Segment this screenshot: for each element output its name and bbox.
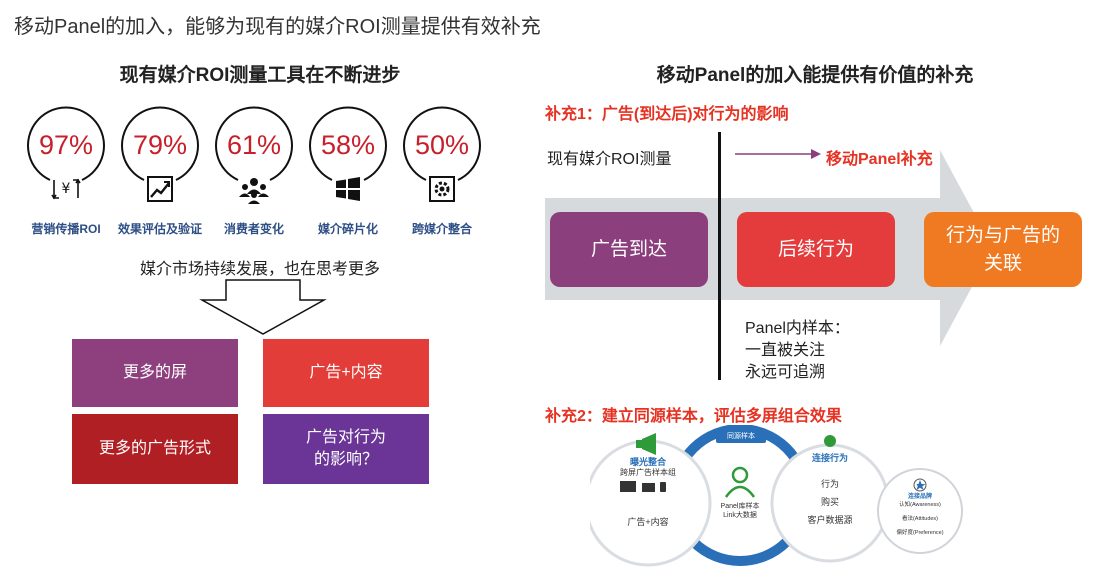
center-line-1: Panel库样本 [720, 503, 760, 510]
people-group-icon [239, 178, 269, 204]
panel-note-line: 一直被关注 [745, 342, 826, 359]
left-heading: 现有媒介ROI测量工具在不断进步 [119, 65, 401, 86]
metric-value: 97% [38, 130, 94, 160]
panel-note: Panel内样本： 一直被关注 永远可追溯 [745, 318, 850, 384]
left-bubble-subtitle: 跨屏广告样本组 [620, 468, 676, 477]
down-arrow-icon [199, 279, 327, 335]
metric-ring [27, 106, 105, 181]
supplement-2-title: 补充2：建立同源样本，评估多屏组合效果 [545, 408, 842, 425]
trend-chart-icon [147, 176, 173, 202]
right-arrow-icon [735, 149, 821, 159]
metric-ring [215, 106, 293, 181]
right-bubble-item: 购买 [820, 497, 839, 507]
svg-text:¥: ¥ [62, 181, 71, 197]
brand-item: 看法(Attitudes) [901, 516, 939, 522]
metric-ring [403, 106, 481, 181]
divider-line [718, 132, 721, 380]
mobile-panel-label: 移动Panel补充 [826, 151, 933, 168]
flow-ad-reach: 广告到达 [550, 212, 708, 287]
right-bubble-item: 行为 [820, 479, 839, 489]
metric-label: 效果评估及验证 [117, 222, 202, 236]
box-more-screens: 更多的屏 [72, 339, 238, 407]
same-source-sample-diagram: 同源样本 曝光整合 跨屏广告样本组 广告+内容 Panel库样本 Link大数据… [590, 425, 990, 575]
diagram-graphics [590, 425, 963, 567]
metric-value: 58% [320, 130, 376, 160]
yuan-exchange-icon: ¥ [51, 178, 81, 200]
brand-item: 偏好度(Preference) [896, 530, 944, 536]
brand-title: 连接品牌 [907, 494, 932, 500]
market-subline: 媒介市场持续发展，也在思考更多 [139, 261, 380, 278]
box-ad-behavior-impact: 广告对行为 的影响？ [263, 414, 429, 484]
metric-label: 跨媒介整合 [411, 222, 472, 236]
supplement-1-title: 补充1：广告(到达后)对行为的影响 [545, 106, 789, 123]
left-bubble-bottom: 广告+内容 [627, 517, 669, 527]
center-line-2: Link大数据 [723, 512, 757, 519]
windows-grid-icon [336, 177, 360, 201]
flow-follow-behavior: 后续行为 [737, 212, 895, 287]
metric-label: 媒介碎片化 [317, 222, 378, 236]
right-bubble-item: 客户数据源 [807, 515, 853, 525]
brand-item: 认知(Awareness) [899, 502, 941, 508]
metric-ring [309, 106, 387, 181]
metric-ring [121, 106, 199, 181]
existing-measurement-label: 现有媒介ROI测量 [547, 151, 672, 168]
right-heading: 移动Panel的加入能提供有价值的补充 [656, 65, 974, 86]
box-more-ad-formats: 更多的广告形式 [72, 414, 238, 484]
page-title: 移动Panel的加入，能够为现有的媒介ROI测量提供有效补充 [14, 16, 541, 38]
metric-label: 营销传播ROI [31, 222, 101, 236]
metric-value: 50% [414, 130, 470, 160]
metric-value: 79% [132, 130, 188, 160]
panel-note-line: Panel内样本： [745, 320, 850, 337]
left-bubble-title: 曝光整合 [629, 457, 666, 467]
box-ad-content: 广告+内容 [263, 339, 429, 407]
metric-label: 消费者变化 [223, 222, 284, 236]
panel-note-line: 永远可追溯 [745, 364, 826, 381]
gear-integration-icon [429, 176, 455, 202]
ring-label: 同源样本 [727, 433, 755, 440]
right-bubble-title: 连接行为 [811, 453, 848, 463]
flow-behavior-ad-link: 行为与广告的 关联 [924, 212, 1082, 287]
metric-value: 61% [226, 130, 282, 160]
